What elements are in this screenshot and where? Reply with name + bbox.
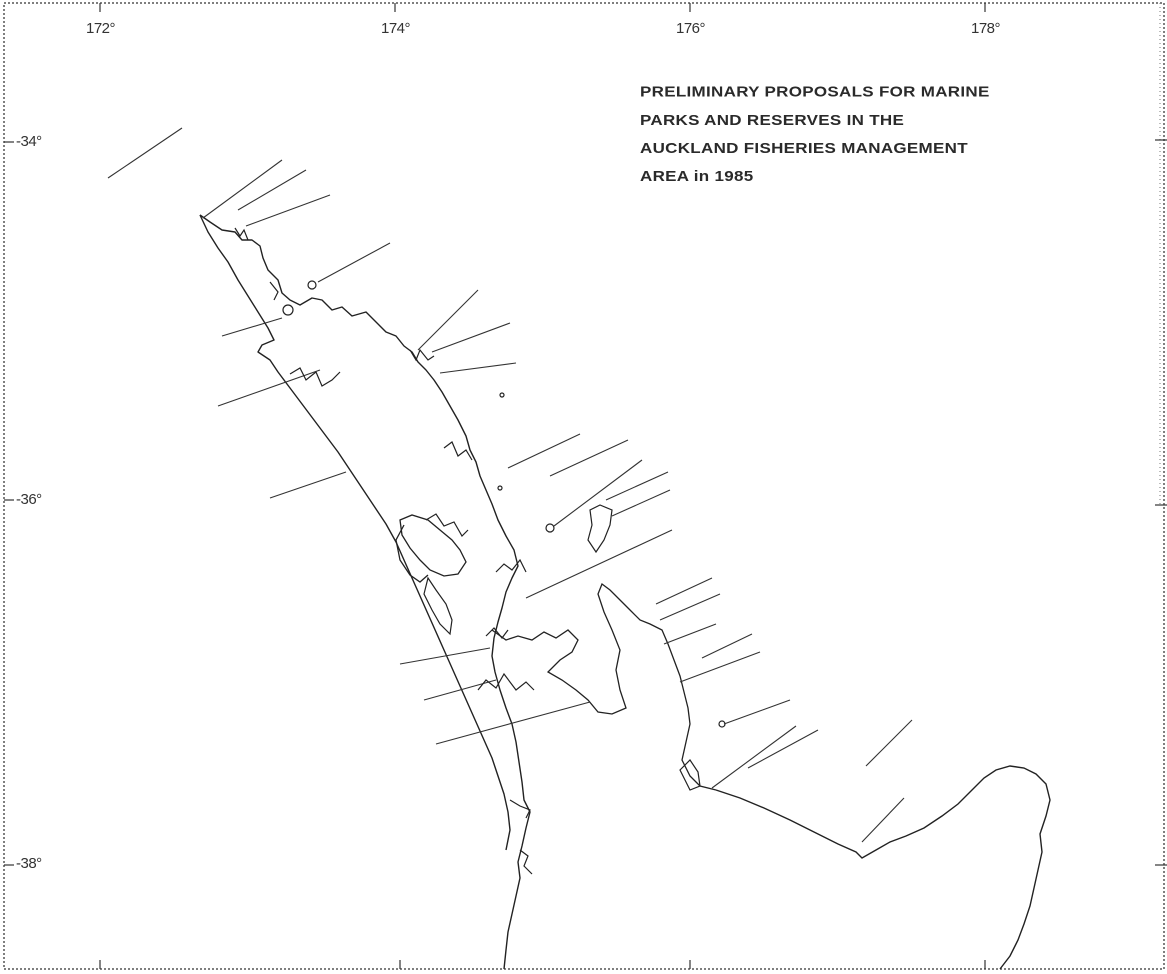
- graticule-ticks: [4, 3, 1167, 969]
- sand-spit: [423, 576, 453, 636]
- pointer-line: [549, 439, 629, 477]
- pointer-line: [317, 242, 391, 283]
- map-title-line: PRELIMINARY PROPOSALS FOR MARINE: [640, 83, 990, 101]
- pointer-line: [747, 729, 819, 769]
- latitude-label-36: -36°: [16, 491, 42, 508]
- pointer-line: [435, 701, 591, 745]
- longitude-label-178: 178°: [971, 20, 1001, 37]
- kaipara-harbour: [399, 514, 467, 577]
- coastline-northland: [199, 214, 531, 970]
- map-title-line: AREA in 1985: [640, 168, 754, 185]
- pointer-line: [525, 529, 673, 599]
- pointer-line: [202, 159, 283, 219]
- pointer-line: [107, 127, 183, 179]
- pointer-line: [217, 369, 321, 407]
- latitude-label-38: -38°: [16, 855, 42, 872]
- pointer-line: [663, 623, 717, 645]
- pointer-line: [655, 577, 713, 605]
- pointer-line: [723, 699, 791, 725]
- pointer-line: [417, 289, 479, 351]
- pointer-line: [659, 593, 721, 621]
- pointer-line: [423, 679, 497, 701]
- coastline-bay-of-plenty: [715, 765, 1051, 970]
- coastline-northland-west: [199, 214, 511, 851]
- islet-east: [497, 485, 503, 491]
- pointer-line: [269, 471, 347, 499]
- islet-poor-knights: [499, 392, 505, 398]
- latitude-label-34: -34°: [16, 133, 42, 150]
- longitude-label-172: 172°: [86, 20, 116, 37]
- islet-north-2: [307, 280, 317, 290]
- islet-north: [282, 304, 294, 316]
- longitude-label-176: 176°: [676, 20, 706, 37]
- little-barrier-island: [545, 523, 555, 533]
- reserve-pointer-lines: [107, 127, 913, 843]
- map-title-line: AUCKLAND FISHERIES MANAGEMENT: [640, 140, 968, 157]
- island-bop: [679, 759, 701, 791]
- pointer-line: [507, 433, 581, 469]
- pointer-line: [221, 317, 283, 337]
- pointer-line: [865, 719, 913, 767]
- pointer-line: [399, 647, 491, 665]
- pointer-line: [611, 489, 671, 517]
- map-border: [3, 2, 1165, 970]
- pointer-line: [679, 651, 761, 683]
- great-barrier-island: [587, 504, 613, 554]
- map-title: PRELIMINARY PROPOSALS FOR MARINE PARKS A…: [640, 78, 1140, 190]
- pointer-line: [711, 725, 797, 789]
- kaipara-inner: [395, 524, 429, 583]
- coastal-details: [234, 227, 535, 875]
- pointer-line: [605, 471, 669, 501]
- pointer-line: [861, 797, 905, 843]
- map-title-line: PARKS AND RESERVES IN THE: [640, 112, 905, 129]
- pointer-line: [245, 194, 331, 227]
- pointer-line: [439, 362, 517, 374]
- pointer-line: [553, 459, 643, 527]
- pointer-line: [701, 633, 753, 659]
- longitude-label-174: 174°: [381, 20, 411, 37]
- hauraki-gulf-coast: [491, 582, 717, 791]
- pointer-line: [237, 169, 307, 211]
- pointer-line: [431, 322, 511, 353]
- islands: [282, 280, 726, 791]
